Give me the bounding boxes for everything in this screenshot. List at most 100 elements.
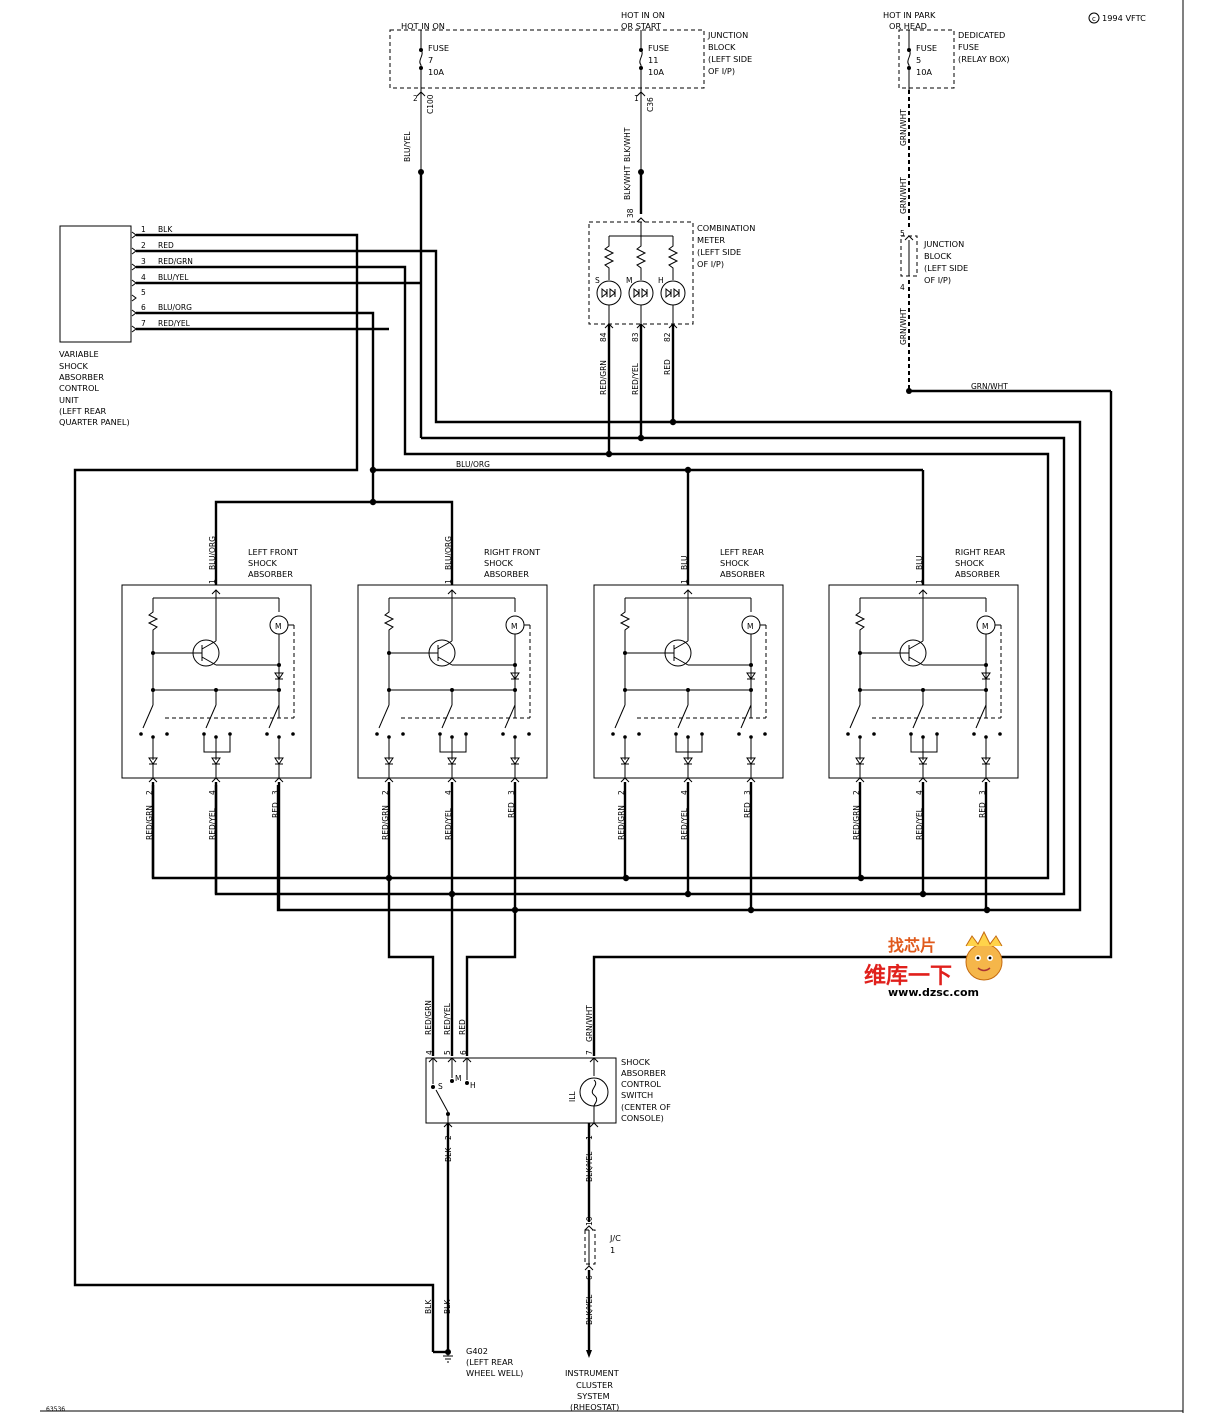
wire-blk-ground [73,233,435,1352]
switch-wire-red: RED [458,1019,467,1035]
wire-red-grn-to-switch [387,878,435,1056]
c100-connector: C100 [426,94,435,114]
c36-connector: C36 [646,97,655,112]
lamp-h-label: H [658,276,664,285]
absorber-switch-contact [441,704,453,729]
motor-label: M [982,622,988,631]
cu-pin-connector [131,279,137,287]
instrument-line-3: SYSTEM [577,1391,610,1401]
absorber-switch-contact [975,704,987,729]
ground-wire-blk-b: BLK [443,1299,452,1314]
absorber-out-wire: RED/GRN [852,805,861,840]
watermark: 找芯片 维库一下 www.dzsc.com [864,930,1003,999]
absorber-resistor [619,598,631,690]
ground-line-2: WHEEL WELL) [466,1368,523,1378]
copyright-text: 1994 VFTC [1102,13,1146,23]
dedicated-fuse-box [898,29,955,89]
meter-wire-red-yel: RED/YEL [631,362,640,395]
absorber-out-pin: 2 [145,790,154,795]
absorber-in-wire: BLU [680,556,689,570]
absorber-in-pin: 1 [915,579,924,584]
ground-name: G402 [466,1346,488,1356]
junction-block-right-label: JUNCTION BLOCK (LEFT SIDE OF I/P) [923,239,968,285]
absorber-name-line: LEFT FRONT [248,547,299,557]
absorber-out-wire: RED/GRN [381,805,390,840]
meter-pin-83: 83 [631,332,640,342]
jb-right-pin-top: 5 [900,229,905,238]
power-source-fuse-5: HOT IN PARK OR HEAD FUSE 5 10A DEDICATED… [883,10,1010,77]
meter-lamps [596,236,686,329]
absorber-resistor [854,598,866,690]
switch-pin-5: 5 [443,1050,452,1055]
led-icon [665,287,680,299]
absorber-name-line: SHOCK [248,558,278,568]
watermark-mascot-icon [965,943,1003,981]
cu-line-3: ABSORBER [59,372,104,382]
switch-line-2: ABSORBER [621,1068,666,1078]
copyright-c: c [1092,15,1096,23]
switch-line-4: SWITCH [621,1090,653,1100]
shock-absorber-unit: RIGHT REARSHOCKABSORBERBLU1M2RED/GRN4RED… [828,547,1019,910]
wire-grn-wht-to-switch [592,391,1113,1056]
meter-wire-red-grn: RED/GRN [599,360,608,395]
absorber-in-wire: BLU/ORG [444,536,453,570]
jc-pin-10: 10 [585,1216,594,1226]
jb-top-line-2: BLOCK [708,42,736,52]
shock-absorber-unit: RIGHT FRONTSHOCKABSORBERBLU/ORG1M2RED/GR… [357,536,548,910]
led-icon [601,287,616,299]
absorber-name-line: RIGHT REAR [955,547,1006,557]
control-unit-label: VARIABLE SHOCK ABSORBER CONTROL UNIT (LE… [59,349,130,427]
switch-wire-grn-wht: GRN/WHT [585,1005,594,1042]
jb-right-line-4: OF I/P) [924,275,951,285]
absorber-out-wire: RED [271,802,280,818]
fuse11-fuse-label: FUSE [648,43,669,53]
wire-junction-dot [605,450,613,458]
meter-line-3: (LEFT SIDE [697,247,741,257]
absorber-in-wire: BLU [915,556,924,570]
cu-pin-connector [131,309,137,317]
absorber-name-line: ABSORBER [955,569,1000,579]
absorber-resistor [147,598,159,690]
cu-line-5: UNIT [59,395,80,405]
indicator-lamp-icon [628,280,654,306]
dedicated-fuse-line-3: (RELAY BOX) [958,54,1010,64]
watermark-brand: 维库一下 [864,963,952,989]
lamp-m-label: M [626,276,632,285]
switch-line-1: SHOCK [621,1057,651,1067]
switch-line-5: (CENTER OF [621,1102,671,1112]
switch-line-6: CONSOLE) [621,1113,664,1123]
combination-meter-label: COMBINATION METER (LEFT SIDE OF I/P) [697,223,755,269]
absorber-name-line: ABSORBER [484,569,529,579]
lamp-s-label: S [595,276,600,285]
absorber-out-wire: RED/GRN [145,805,154,840]
absorber-switch-contact [205,704,217,729]
instrument-cluster-label: INSTRUMENT CLUSTER SYSTEM (RHEOSTAT) [565,1368,620,1412]
absorber-in-pin: 1 [208,579,217,584]
wire-red-to-switch [465,910,517,1056]
switch-pos-h: H [470,1081,476,1090]
absorber-switch-contact [912,704,924,729]
wire-junction-dot [369,498,377,506]
indicator-lamp-icon [660,280,686,306]
jc-wire-blk-yel: BLK/YEL [585,1294,594,1325]
switch-wire-red-yel: RED/YEL [443,1002,452,1035]
fuse-11-symbol [639,30,643,90]
ill-label: ILL [568,1091,577,1102]
cu-pin-number: 1 [141,225,146,234]
wire-blu-org [136,311,375,502]
cu-pin-connector [131,325,137,333]
wire-blk-wht-label: BLK/WHT [623,127,632,162]
absorber-out-wire: RED [978,802,987,818]
jb-top-line-4: OF I/P) [708,66,735,76]
cu-pin-wire: BLK [158,225,173,234]
fuse7-fuse-label: FUSE [428,43,449,53]
shock-absorber-unit: LEFT FRONTSHOCKABSORBERBLU/ORG1M2RED/GRN… [121,536,312,910]
fuse5-amps: 10A [916,67,932,77]
absorber-out-pin: 4 [444,790,453,795]
meter-wire-red: RED [663,359,672,375]
junction-block-top [389,29,705,89]
led-icon [633,287,648,299]
cu-line-4: CONTROL [59,383,99,393]
fuse11-number: 11 [648,55,658,65]
cu-pin-wire: RED/GRN [158,257,193,266]
